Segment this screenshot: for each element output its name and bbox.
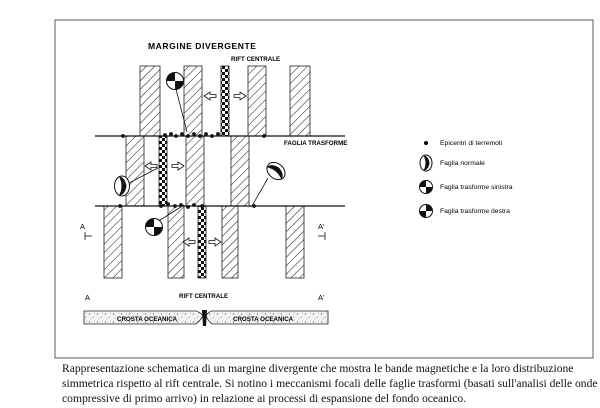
lower-ridge-segment [103, 205, 305, 279]
epicenter-dot [262, 134, 266, 138]
epicenter-dot [192, 132, 196, 136]
profile-rift-label: RIFT CENTRALE [179, 293, 228, 300]
focal-mechanisms [114, 72, 286, 236]
legend: Epicentri di terremoti Faglia normale Fa… [419, 140, 513, 218]
legend-label: Faglia trasforme sinistra [440, 184, 513, 191]
magnetic-band [125, 135, 145, 207]
section-markers: A A' [80, 222, 326, 240]
epicenter-dot [216, 132, 220, 136]
magnetic-band [103, 205, 123, 279]
arrow-right-icon [233, 91, 247, 101]
figure-caption: Rappresentazione schematica di un margin… [62, 361, 598, 406]
rift-magma-icon [202, 310, 207, 326]
epicenter-dot [204, 132, 208, 136]
leader-line [128, 167, 159, 184]
epicenter-dot [180, 132, 184, 136]
crust-label-right: CROSTA OCEANICA [233, 316, 294, 323]
leader-line [156, 204, 185, 223]
leader-line [251, 177, 269, 207]
diagram-title: MARGINE DIVERGENTE [148, 41, 257, 51]
dot-icon [424, 141, 428, 145]
epicenter-dot [198, 134, 202, 138]
arrow-right-icon [208, 237, 222, 247]
arrow-left-icon [203, 91, 217, 101]
epicenter-dot [159, 204, 163, 208]
rift-axis [158, 135, 168, 207]
magnetic-band [230, 135, 250, 207]
epicenter-dot [192, 203, 196, 207]
rift-axis [220, 65, 230, 137]
arrow-right-icon [171, 161, 185, 171]
epicenter-dot [200, 204, 204, 208]
arrow-left-icon [182, 237, 196, 247]
profile-marker-right: A' [318, 293, 325, 302]
magnetic-band [183, 65, 203, 137]
crust-label-left: CROSTA OCEANICA [117, 316, 178, 323]
magnetic-band [167, 205, 185, 279]
epicenter-dot [186, 205, 190, 209]
epicenter-dot [163, 133, 167, 137]
magnetic-band [247, 65, 267, 137]
legend-label: Faglia trasforme destra [440, 208, 510, 215]
left-lateral-fault-icon [419, 180, 433, 194]
epicenter-dot [210, 134, 214, 138]
leader-line [175, 88, 188, 133]
middle-ridge-segment [125, 135, 250, 207]
cross-section: RIFT CENTRALE A A' CROSTA OCEANICA CROST… [83, 293, 329, 326]
left-lateral-fault-icon [145, 218, 163, 236]
magnetic-band [139, 65, 161, 137]
epicenter-dot [121, 134, 125, 138]
magnetic-band [289, 65, 311, 137]
epicenter-dot [173, 204, 177, 208]
rift-label-top: RIFT CENTRALE [231, 56, 280, 63]
magnetic-band [221, 205, 239, 279]
epicenter-dot [174, 134, 178, 138]
spreading-arrows [144, 91, 247, 247]
arrow-left-icon [144, 161, 158, 171]
rift-axis [197, 205, 207, 279]
normal-fault-icon [419, 154, 433, 172]
epicenter-dot [169, 132, 173, 136]
page-frame [54, 19, 594, 359]
transform-fault-label: FAGLIA TRASFORME [284, 140, 347, 147]
epicenter-dot [186, 134, 190, 138]
normal-fault-icon [114, 175, 130, 197]
magnetic-band [285, 205, 305, 279]
right-lateral-fault-icon [419, 204, 433, 218]
magnetic-band [185, 135, 205, 207]
epicenters [118, 132, 266, 209]
normal-fault-icon [266, 161, 286, 181]
legend-label: Faglia normale [440, 160, 485, 167]
caption-text: Rappresentazione schematica di un margin… [62, 362, 598, 405]
section-marker-right: A' [318, 222, 325, 231]
profile-marker-left: A [85, 293, 90, 302]
epicenter-dot [118, 204, 122, 208]
upper-ridge-segment [139, 65, 311, 137]
section-marker-left: A [80, 222, 85, 231]
left-lateral-fault-icon [166, 72, 184, 90]
epicenter-dot [166, 202, 170, 206]
epicenter-dot [252, 204, 256, 208]
legend-label: Epicentri di terremoti [440, 140, 503, 147]
